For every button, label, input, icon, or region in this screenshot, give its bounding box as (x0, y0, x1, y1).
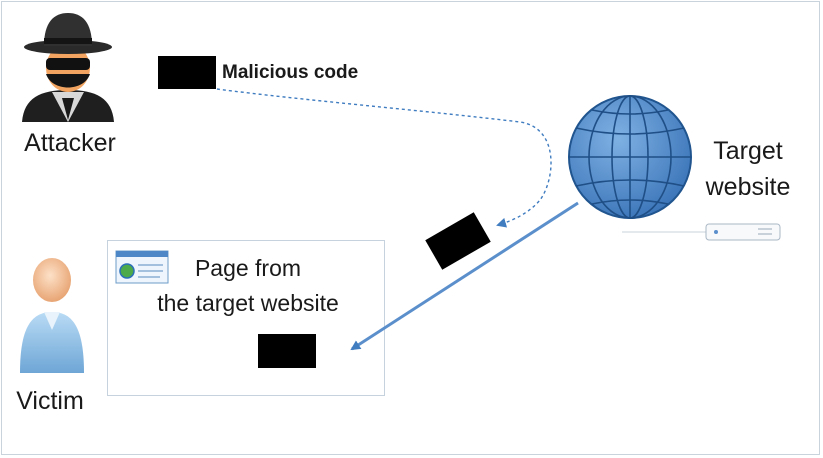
spy-hat-person-icon (22, 13, 114, 122)
page-title-line1: Page from (194, 255, 302, 281)
malicious-code-block (158, 56, 216, 89)
malicious-code-label: Malicious code (222, 62, 359, 83)
victim-label: Victim (16, 387, 84, 415)
globe-icon (568, 95, 692, 219)
malicious-code-dashed-arrow (216, 88, 552, 228)
server-icon (622, 223, 781, 241)
attacker-label: Attacker (24, 129, 116, 157)
target-website-label-line1: Target (713, 137, 783, 165)
response-solid-arrow (350, 201, 579, 351)
person-icon (20, 258, 84, 373)
target-website-label-line2: website (705, 173, 791, 201)
injected-code-block (258, 334, 316, 368)
page-title-line2: the target website (157, 290, 339, 316)
browser-window-icon (115, 250, 169, 284)
